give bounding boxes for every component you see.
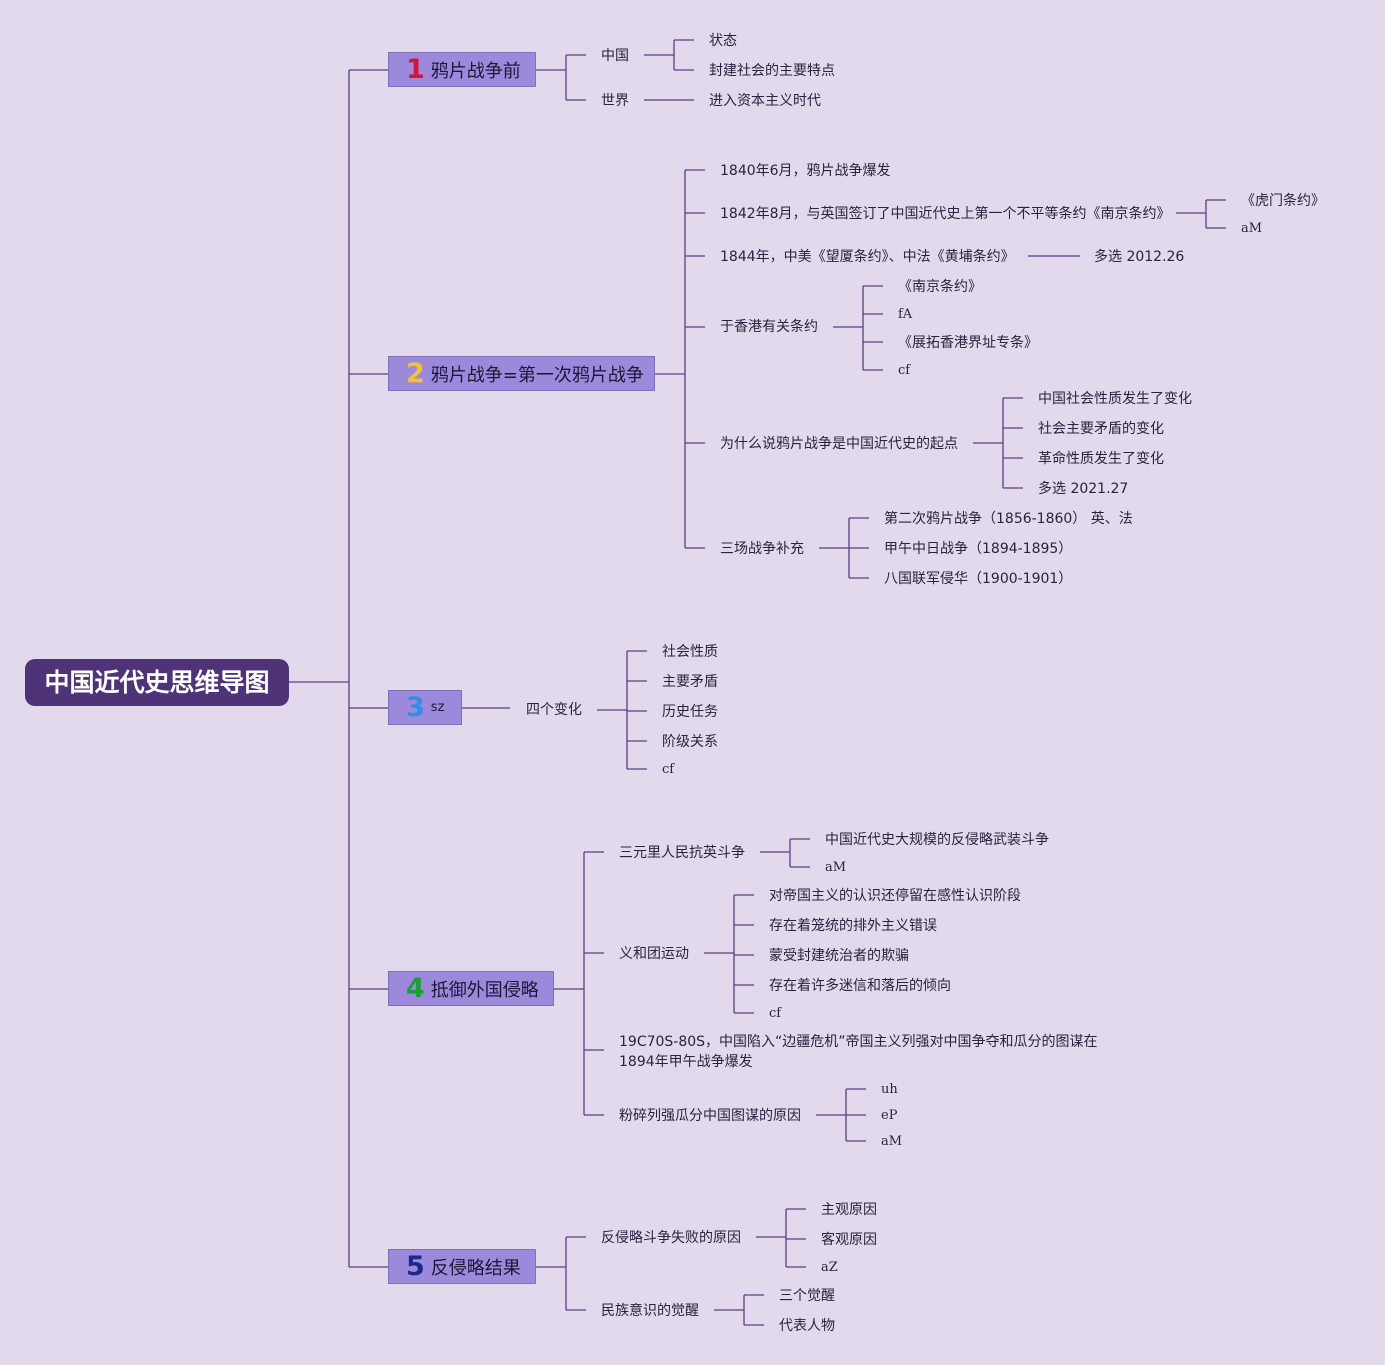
node-four-changes[interactable]: 四个变化 [526, 702, 582, 718]
section-number: 5 [406, 1251, 425, 1282]
node-awakening-item[interactable]: 代表人物 [779, 1318, 835, 1334]
node-yihe-item[interactable]: 存在着许多迷信和落后的倾向 [769, 978, 951, 994]
node-hk-item[interactable]: fA [898, 307, 913, 322]
node-awakening-item[interactable]: 三个觉醒 [779, 1288, 835, 1304]
section-number: 4 [406, 973, 425, 1004]
node-why-item[interactable]: 革命性质发生了变化 [1038, 451, 1164, 467]
node-why-start[interactable]: 为什么说鸦片战争是中国近代史的起点 [720, 436, 958, 452]
node-change-item[interactable]: 社会性质 [662, 644, 718, 660]
node-why-item[interactable]: 社会主要矛盾的变化 [1038, 421, 1164, 437]
section-label: 鸦片战争=第一次鸦片战争 [430, 364, 644, 386]
node-sanyuanli-item[interactable]: aM [825, 860, 847, 875]
node-failure-reasons[interactable]: 反侵略斗争失败的原因 [601, 1230, 741, 1246]
node-change-item[interactable]: cf [662, 762, 675, 777]
section-5-node[interactable]: 5 反侵略结果 [388, 1249, 536, 1284]
section-label: 反侵略结果 [430, 1257, 521, 1279]
node-change-item[interactable]: 阶级关系 [662, 734, 718, 750]
node-yihe-item[interactable]: 存在着笼统的排外主义错误 [769, 918, 937, 934]
node-failure-item[interactable]: 客观原因 [821, 1232, 877, 1248]
node-smash-item[interactable]: uh [881, 1082, 898, 1097]
section-4-node[interactable]: 4 抵御外国侵略 [388, 971, 554, 1006]
node-yihe-item[interactable]: cf [769, 1006, 782, 1021]
node-war-1840[interactable]: 1840年6月，鸦片战争爆发 [720, 163, 891, 179]
node-national-awakening[interactable]: 民族意识的觉醒 [601, 1303, 699, 1319]
node-wangxia-treaty[interactable]: 1844年，中美《望厦条约》、中法《黄埔条约》 [720, 249, 1015, 265]
node-war-item[interactable]: 第二次鸦片战争（1856-1860） 英、法 [884, 511, 1133, 527]
node-change-item[interactable]: 历史任务 [662, 704, 718, 720]
section-number: 1 [406, 54, 425, 85]
node-feudal-features[interactable]: 封建社会的主要特点 [709, 63, 835, 79]
node-hk-item[interactable]: cf [898, 363, 911, 378]
node-three-wars[interactable]: 三场战争补充 [720, 541, 804, 557]
node-humen-treaty[interactable]: 《虎门条约》 [1241, 193, 1325, 209]
node-am[interactable]: aM [1241, 221, 1263, 236]
node-war-item[interactable]: 甲午中日战争（1894-1895） [884, 541, 1073, 557]
section-3-node[interactable]: 3 sz [388, 690, 462, 725]
node-frontier-crisis[interactable]: 19C70S-80S，中国陷入“边疆危机”帝国主义列强对中国争夺和瓜分的图谋在1… [619, 1034, 1098, 1070]
node-capitalism-era[interactable]: 进入资本主义时代 [709, 93, 821, 109]
node-sanyuanli-item[interactable]: 中国近代史大规模的反侵略武装斗争 [825, 832, 1049, 848]
section-label: 抵御外国侵略 [430, 979, 539, 1001]
section-2-node[interactable]: 2 鸦片战争=第一次鸦片战争 [388, 356, 655, 391]
node-yihe-item[interactable]: 对帝国主义的认识还停留在感性认识阶段 [769, 888, 1021, 904]
node-why-item[interactable]: 多选 2021.27 [1038, 481, 1129, 497]
node-multi-2012[interactable]: 多选 2012.26 [1094, 249, 1185, 265]
section-label: sz [430, 700, 445, 715]
node-nanjing-treaty[interactable]: 1842年8月，与英国签订了中国近代史上第一个不平等条约《南京条约》 [720, 206, 1171, 222]
node-why-item[interactable]: 中国社会性质发生了变化 [1038, 391, 1192, 407]
node-china[interactable]: 中国 [601, 48, 629, 64]
node-world[interactable]: 世界 [601, 93, 629, 109]
node-yihetuan[interactable]: 义和团运动 [619, 946, 689, 962]
node-hk-item[interactable]: 《展拓香港界址专条》 [898, 335, 1038, 351]
node-hongkong-treaties[interactable]: 于香港有关条约 [720, 319, 818, 335]
section-label: 鸦片战争前 [430, 60, 521, 82]
node-hk-item[interactable]: 《南京条约》 [898, 279, 982, 295]
node-yihe-item[interactable]: 蒙受封建统治者的欺骗 [769, 948, 909, 964]
node-change-item[interactable]: 主要矛盾 [662, 674, 718, 690]
node-smash-item[interactable]: aM [881, 1134, 903, 1149]
section-1-node[interactable]: 1 鸦片战争前 [388, 52, 536, 87]
section-number: 2 [406, 358, 425, 389]
node-smash-reasons[interactable]: 粉碎列强瓜分中国图谋的原因 [619, 1108, 801, 1124]
node-state[interactable]: 状态 [709, 33, 737, 49]
node-smash-item[interactable]: eP [881, 1108, 898, 1123]
node-failure-item[interactable]: aZ [821, 1260, 838, 1275]
root-node[interactable]: 中国近代史思维导图 [25, 659, 289, 706]
node-war-item[interactable]: 八国联军侵华（1900-1901） [884, 571, 1073, 587]
node-failure-item[interactable]: 主观原因 [821, 1202, 877, 1218]
section-number: 3 [406, 692, 425, 723]
node-sanyuanli[interactable]: 三元里人民抗英斗争 [619, 845, 745, 861]
